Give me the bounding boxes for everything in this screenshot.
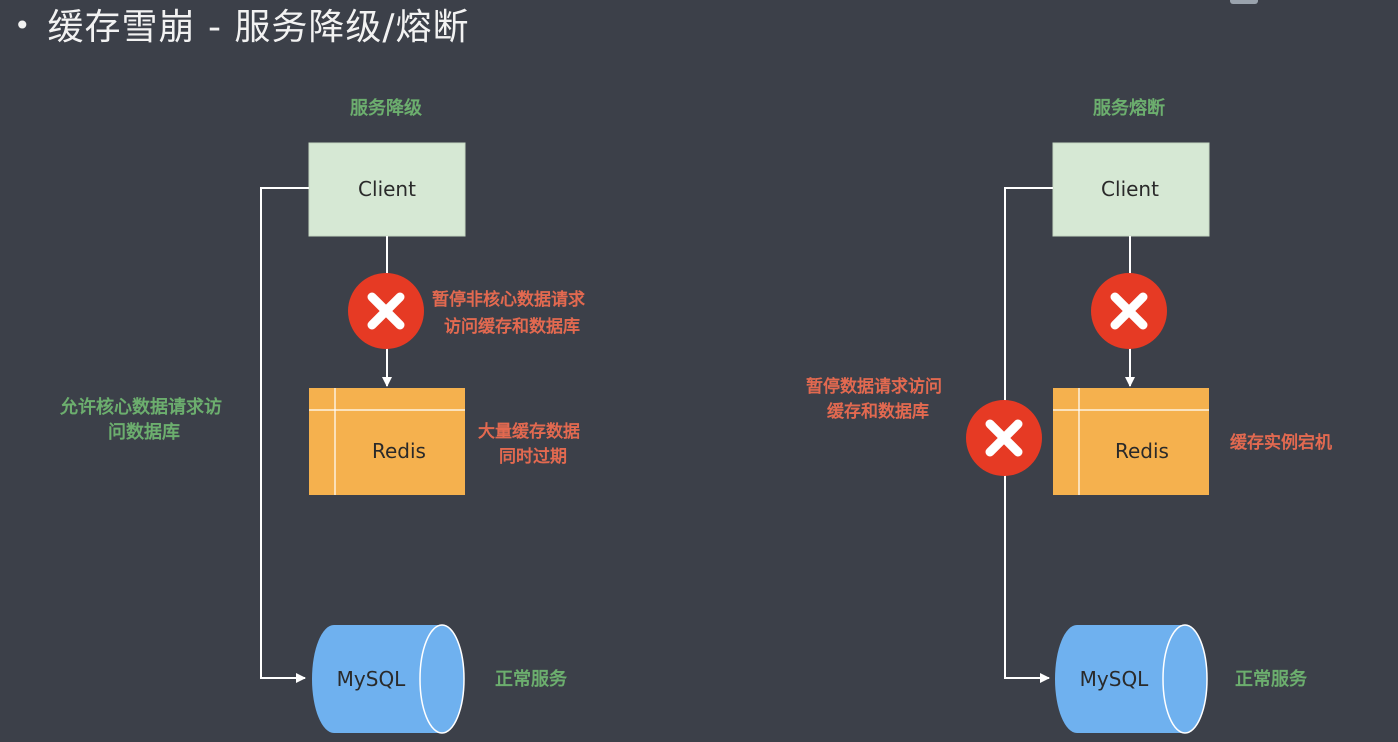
right-mysql-note: 正常服务 [1235, 668, 1308, 690]
title-text: 缓存雪崩 - 服务降级/熔断 [47, 7, 470, 48]
left-redis-box: Redis [309, 388, 465, 495]
right-client-label: Client [1101, 177, 1159, 201]
right-side-note-line-1: 暂停数据请求访问 [806, 376, 942, 397]
right-redis-label: Redis [1115, 439, 1169, 463]
right-diagram: 服务熔断 Client Redis 缓存实例宕机 暂停数据请求访问 [806, 97, 1332, 734]
left-bypass-arrow [260, 187, 309, 683]
left-mysql-label: MySQL [337, 667, 407, 691]
right-bypass-x-circle-icon [966, 400, 1042, 476]
left-redis-note-line-1: 大量缓存数据 [478, 421, 580, 442]
left-redis-note-line-2: 同时过期 [499, 447, 567, 467]
left-x-circle-icon [348, 273, 424, 349]
right-client-box: Client [1052, 142, 1210, 237]
right-mysql-label: MySQL [1080, 667, 1150, 691]
right-redis-box: Redis [1053, 388, 1209, 495]
right-mysql-cylinder: MySQL [1055, 624, 1208, 734]
left-heading: 服务降级 [350, 97, 423, 119]
right-heading: 服务熔断 [1093, 97, 1165, 119]
left-x-note-line-2: 访问缓存和数据库 [444, 316, 580, 337]
left-client-box: Client [308, 142, 466, 237]
left-client-label: Client [358, 177, 416, 201]
corner-mark [1230, 0, 1258, 4]
left-side-note-line-2: 问数据库 [108, 421, 180, 443]
right-side-note-line-2: 缓存和数据库 [827, 401, 929, 422]
left-diagram: 服务降级 Client 暂停非核心数据请求 访问缓存和数据库 Redis 大量缓… [59, 97, 585, 734]
right-x-circle-icon [1091, 273, 1167, 349]
left-x-note-line-1: 暂停非核心数据请求 [432, 289, 585, 310]
title-bullet: • [14, 9, 32, 42]
right-redis-note: 缓存实例宕机 [1230, 432, 1332, 453]
left-mysql-note: 正常服务 [495, 668, 568, 690]
slide-title: • 缓存雪崩 - 服务降级/熔断 [14, 2, 470, 52]
left-redis-label: Redis [372, 439, 426, 463]
left-side-note-line-1: 允许核心数据请求访 [59, 396, 222, 418]
left-mysql-cylinder: MySQL [312, 624, 465, 734]
